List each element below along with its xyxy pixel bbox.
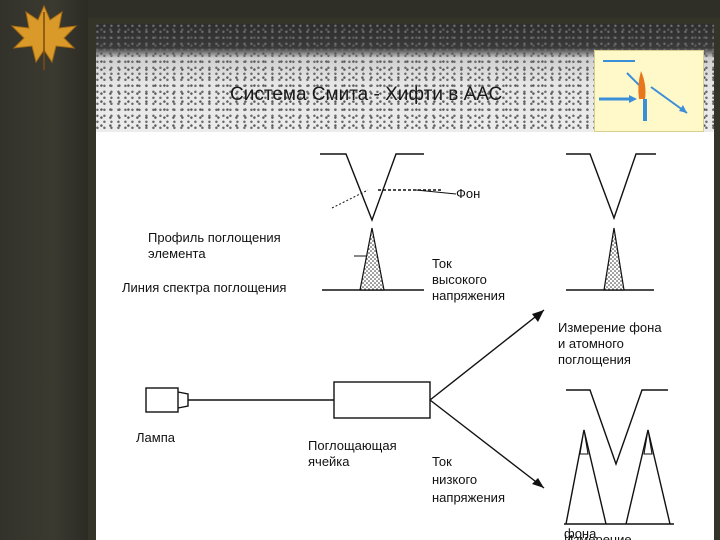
maple-leaf-icon — [10, 4, 78, 70]
label-high-current-2: высокого — [432, 272, 487, 287]
left-decor-band — [0, 0, 88, 540]
label-low-current-3: напряжения — [432, 490, 505, 505]
slide-title: Система Смита - Хифти в ААС — [230, 84, 503, 105]
absorption-cell — [333, 381, 431, 419]
label-bg-only-2: фона — [564, 526, 597, 540]
label-absorption-line: Линия спектра поглощения — [122, 280, 286, 295]
label-low-current-1: Ток — [432, 454, 452, 469]
lamp-body — [145, 387, 179, 413]
absorption-line-peak — [359, 227, 385, 291]
label-low-current-2: низкого — [432, 472, 477, 487]
label-profile-1: Профиль поглощения — [148, 230, 281, 245]
high-current-peak — [603, 227, 625, 291]
right-upper-profile — [566, 153, 656, 221]
beam-high — [429, 309, 545, 401]
right-lower-profile — [566, 389, 668, 467]
label-cell-2: ячейка — [308, 454, 350, 469]
label-lamp: Лампа — [136, 430, 176, 445]
lamp-tip — [177, 391, 189, 409]
label-profile-2: элемента — [148, 246, 206, 261]
label-high-current-1: Ток — [432, 256, 452, 271]
absorption-profile-curve — [320, 153, 424, 222]
smith-hieftje-diagram: Фон Профиль поглощения элемента Линия сп… — [122, 153, 674, 540]
label-bg-atomic-2: и атомного — [558, 336, 624, 351]
label-high-current-3: напряжения — [432, 288, 505, 303]
label-bg-atomic-3: поглощения — [558, 352, 631, 367]
beam-low — [429, 399, 545, 489]
label-cell-1: Поглощающая — [308, 438, 397, 453]
label-background: Фон — [456, 186, 480, 201]
label-bg-only-1: Измерение — [564, 532, 632, 540]
thumbnail-image — [594, 50, 704, 132]
label-bg-atomic-1: Измерение фона — [558, 320, 662, 335]
slide: Система Смита - Хифти в ААС — [96, 24, 714, 540]
